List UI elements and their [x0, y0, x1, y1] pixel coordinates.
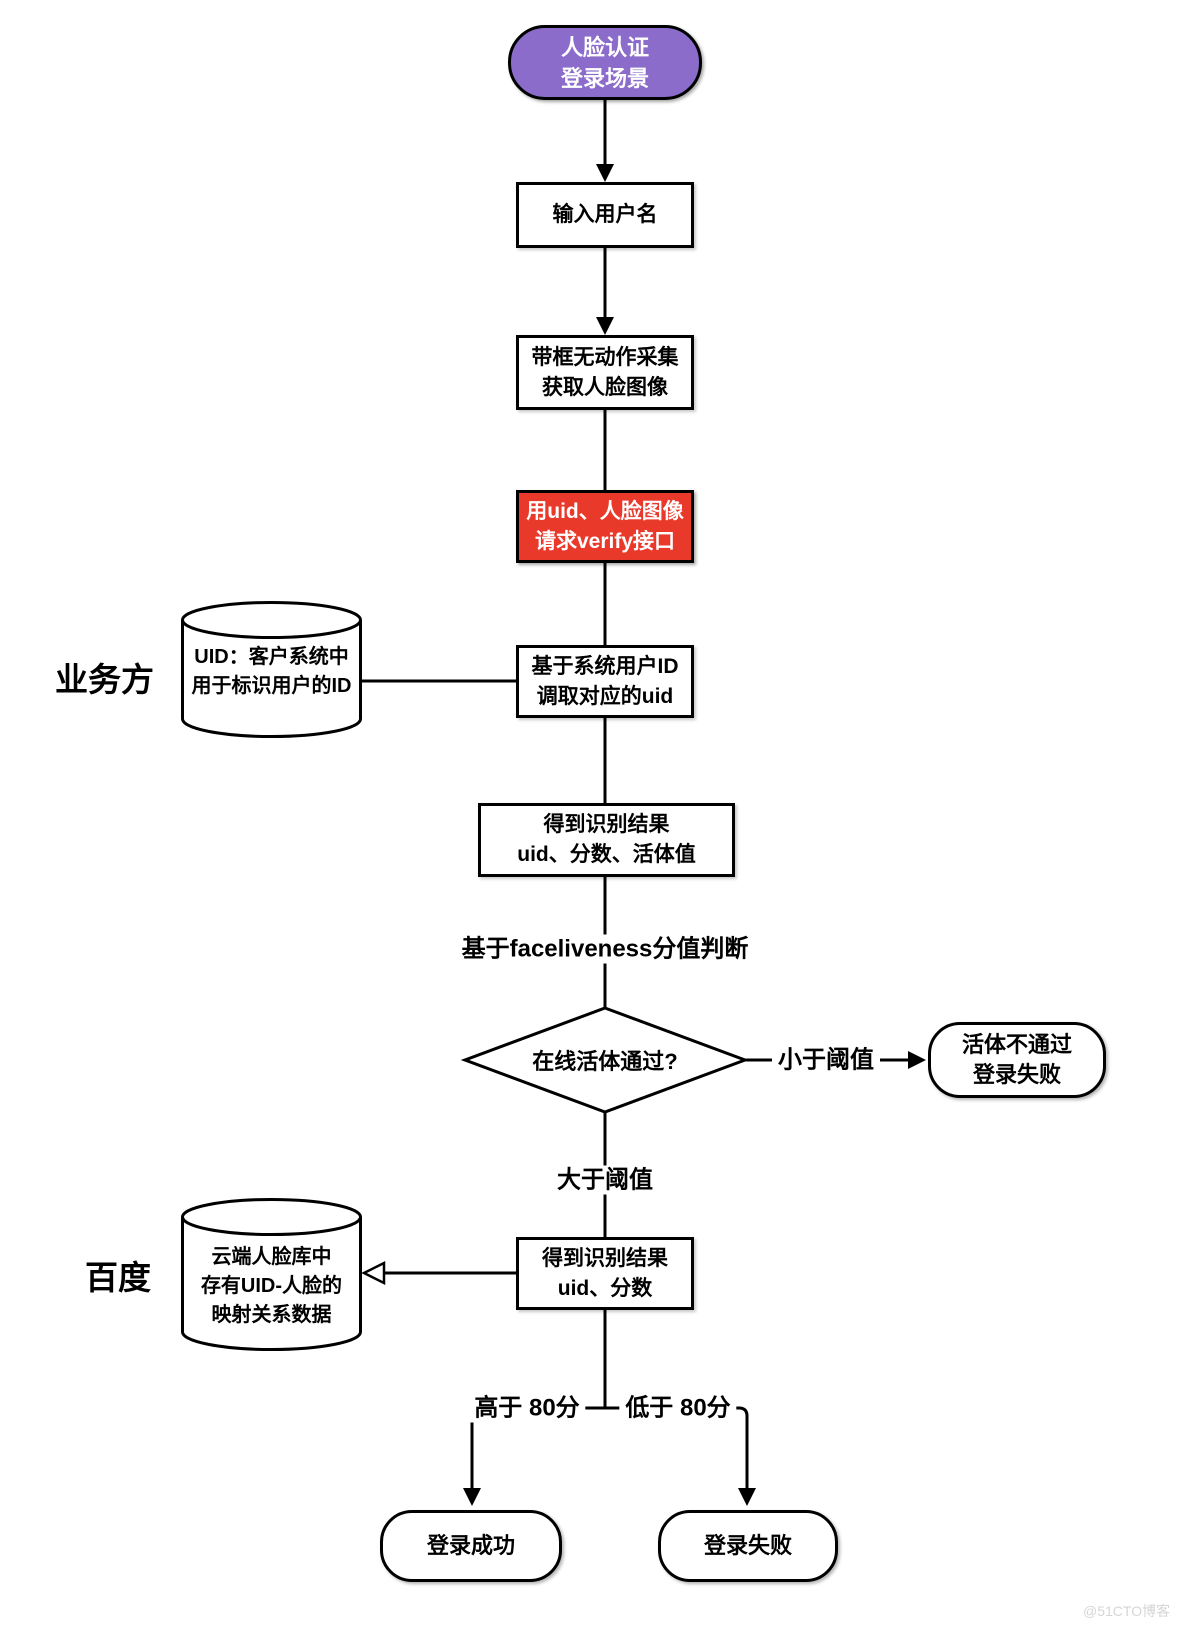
below-80-line2: 80分	[679, 1394, 731, 1422]
uid-database-node: UID：客户系统中 用于标识用户的ID	[181, 636, 362, 708]
login-success-label: 登录成功	[426, 1533, 515, 1558]
lane-business-label: 业务方	[55, 661, 154, 698]
verify-request-line2: 请求verify接口	[534, 529, 676, 553]
cloud-face-database-line1: 云端人脸库中	[211, 1245, 332, 1268]
cloud-face-database-cylinder	[181, 1198, 362, 1351]
result-with-liveness-node: 得到识别结果 uid、分数、活体值	[478, 803, 735, 877]
judge-note-label: 基于faceliveness分值判断	[455, 934, 755, 964]
liveness-fail-node: 活体不通过 登录失败	[928, 1022, 1106, 1098]
start-node: 人脸认证 登录场景	[508, 25, 702, 100]
result-with-liveness-line2: uid、分数、活体值	[517, 843, 696, 866]
result-score-node: 得到识别结果 uid、分数	[516, 1237, 694, 1310]
input-username-label: 输入用户名	[552, 203, 658, 226]
liveness-fail-line2: 登录失败	[972, 1062, 1061, 1087]
verify-request-line1: 用uid、人脸图像	[526, 499, 684, 523]
input-username-node: 输入用户名	[516, 182, 694, 248]
fetch-uid-line2: 调取对应的uid	[536, 684, 674, 708]
start-node-line2: 登录场景	[560, 65, 649, 91]
fetch-uid-node: 基于系统用户ID 调取对应的uid	[516, 645, 694, 718]
above-80-label: 高于 80分	[468, 1393, 586, 1423]
login-fail-label: 登录失败	[703, 1533, 792, 1558]
lane-baidu-label: 百度	[85, 1259, 151, 1296]
edge-branch-right	[605, 1406, 749, 1488]
uid-database-line1: UID：客户系统中	[194, 646, 349, 668]
cloud-face-database-node: 云端人脸库中 存有UID-人脸的 映射关系数据	[181, 1238, 362, 1334]
result-score-line1: 得到识别结果	[542, 1246, 668, 1270]
login-fail-node: 登录失败	[658, 1510, 838, 1582]
liveness-fail-line1: 活体不通过	[961, 1032, 1072, 1057]
capture-face-line2: 获取人脸图像	[542, 375, 668, 399]
arrowhead-down-icon	[738, 1488, 756, 1506]
arrowhead-down-icon	[596, 164, 614, 182]
arrowhead-right-icon	[908, 1051, 926, 1069]
start-node-line1: 人脸认证	[560, 34, 649, 60]
uid-database-line2: 用于标识用户的ID	[191, 675, 352, 697]
result-with-liveness-line1: 得到识别结果	[543, 813, 670, 836]
arrowhead-down-icon	[596, 317, 614, 335]
uid-database-cylinder	[181, 601, 362, 738]
arrowhead-open-left-icon	[361, 1260, 386, 1286]
result-score-line2: uid、分数	[557, 1276, 653, 1300]
greater-than-threshold-label: 大于阈值	[551, 1165, 659, 1195]
cloud-face-database-line2: 存有UID-人脸的	[200, 1274, 343, 1297]
below-80-label: 低于 80分	[619, 1393, 737, 1423]
above-80-line2: 80分	[528, 1394, 580, 1422]
cloud-face-database-line3: 映射关系数据	[211, 1303, 332, 1326]
verify-request-node: 用uid、人脸图像 请求verify接口	[516, 490, 694, 563]
below-80-line1: 低于	[625, 1394, 674, 1422]
capture-face-node: 带框无动作采集 获取人脸图像	[516, 335, 694, 410]
login-success-node: 登录成功	[380, 1510, 562, 1582]
watermark-text: @51CTO博客	[1083, 1603, 1171, 1619]
arrowhead-down-icon	[463, 1488, 481, 1506]
above-80-line1: 高于	[474, 1394, 523, 1422]
decision-liveness-label: 在线活体通过?	[532, 1049, 678, 1074]
less-than-threshold-label: 小于阈值	[772, 1045, 880, 1075]
capture-face-line1: 带框无动作采集	[531, 345, 679, 369]
fetch-uid-line1: 基于系统用户ID	[531, 654, 679, 678]
